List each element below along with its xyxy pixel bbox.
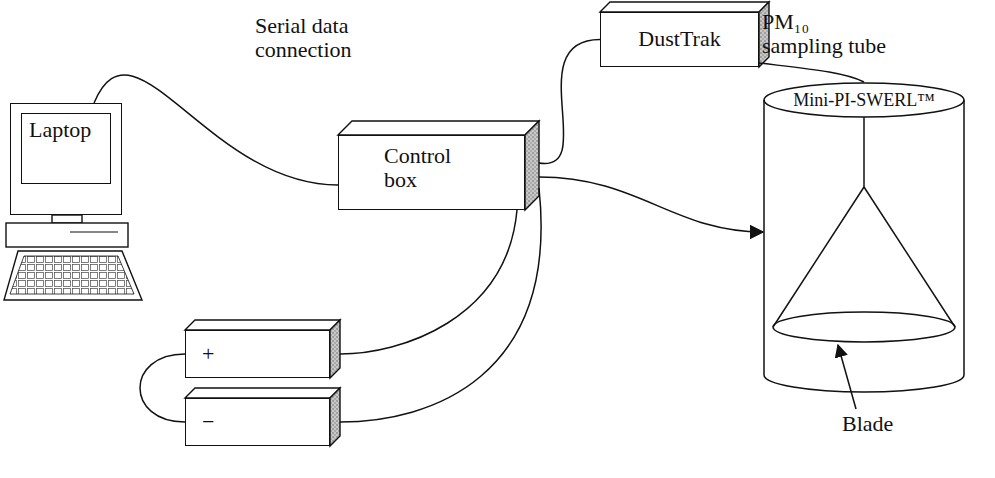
connection-label: Serial data connection [255, 14, 435, 62]
node-label: Control box [384, 144, 484, 192]
swerl-cylinder: Mini-PI-SWERL™ [763, 82, 965, 397]
keyboard-keys [10, 256, 134, 294]
cable-connector [759, 63, 864, 82]
cylinder-side [763, 100, 765, 375]
blade-cone [773, 187, 864, 327]
drive-slot [70, 232, 118, 233]
box-top-face [185, 320, 340, 330]
part-label: Blade [842, 412, 893, 436]
laptop-monitor: Laptop [10, 103, 122, 215]
cylinder-top [764, 83, 964, 117]
cable-connector [94, 75, 338, 185]
box-side-face [525, 121, 539, 210]
box-top-face [185, 388, 340, 398]
box-side-face [330, 388, 340, 446]
node-label: Laptop [29, 118, 91, 142]
battery-box: − [185, 398, 330, 446]
cable-connector [340, 210, 517, 354]
cylinder-outline [763, 82, 965, 397]
blade-ring [773, 312, 955, 342]
computer-base [6, 223, 128, 247]
dusttrak-box: DustTrak [600, 12, 759, 67]
box-side-face [330, 320, 340, 378]
cable-connector [140, 354, 185, 422]
leader-arrow [838, 345, 856, 409]
connection-label: PM₁₀ sampling tube [762, 10, 894, 58]
cable-connector [340, 188, 541, 422]
cylinder-side [963, 100, 965, 375]
blade-shaft [863, 117, 865, 187]
node-label: Mini-PI-SWERL™ [763, 89, 965, 111]
blade-cone [864, 187, 955, 327]
box-top-face [338, 121, 539, 135]
cable-connector [539, 177, 763, 232]
node-label: + [202, 342, 214, 366]
battery-box: + [185, 330, 330, 378]
box-top-face [600, 2, 769, 12]
cylinder-bottom [764, 375, 964, 392]
node-label: − [202, 410, 214, 434]
cable-connector [539, 40, 600, 164]
monitor-neck [52, 215, 82, 223]
control-box: Control box [338, 135, 525, 210]
keyboard-outline [4, 251, 142, 300]
node-label: DustTrak [601, 27, 758, 51]
